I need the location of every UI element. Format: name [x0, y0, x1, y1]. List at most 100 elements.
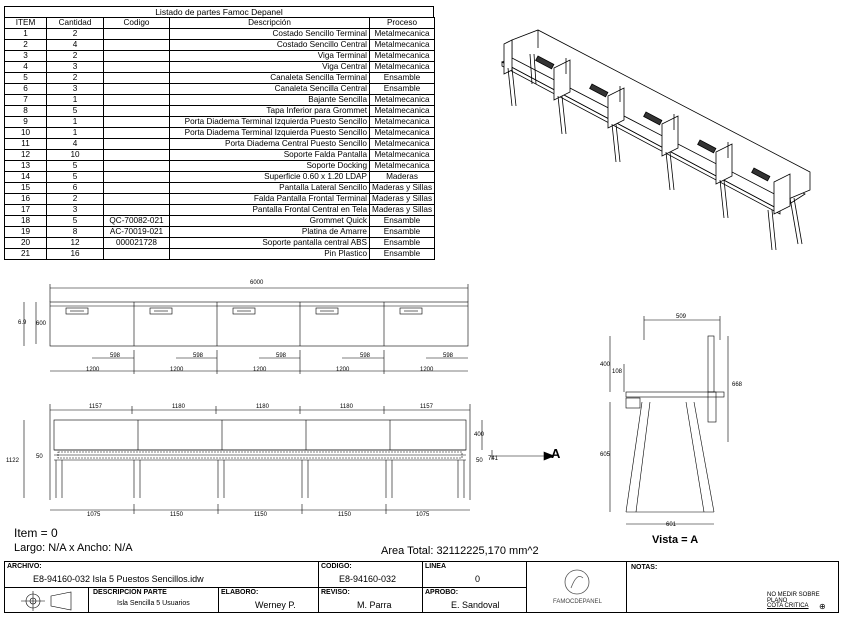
cell-cantidad: 5 — [46, 105, 104, 117]
cell-descripcion: Pin Plastico — [169, 248, 370, 260]
area-summary: Area Total: 32112225,170 mm^2 — [381, 545, 539, 557]
dim-top-5: 1157 — [420, 404, 433, 410]
cell-item: 8 — [4, 105, 47, 117]
cell-item: 3 — [4, 50, 47, 62]
col-codigo: Codigo — [103, 17, 170, 29]
cell-descripcion: Costado Sencillo Central — [169, 39, 370, 51]
front-view-drawing — [23, 404, 554, 514]
parts-table-header: ITEM Cantidad Codigo Descripción Proceso — [4, 17, 435, 29]
parts-list-title: Listado de partes Famoc Depanel — [4, 6, 434, 17]
cell-cantidad: 4 — [46, 138, 104, 150]
dim-module-5: 1200 — [420, 367, 434, 373]
cell-proceso: Metalmecanica — [369, 160, 435, 172]
cell-cantidad: 6 — [46, 182, 104, 194]
cell-item: 4 — [4, 61, 47, 73]
cell-cantidad: 5 — [46, 171, 104, 183]
cell-codigo — [103, 204, 170, 216]
aprobo-cell: APROBO: E. Sandoval — [423, 588, 527, 613]
cell-proceso: Ensamble — [369, 83, 435, 95]
cell-descripcion: Costado Sencillo Terminal — [169, 28, 370, 40]
dim-right-50: 50 — [476, 458, 483, 464]
dim-module-4: 1200 — [336, 367, 350, 373]
cell-codigo — [103, 171, 170, 183]
projection-symbol-cell — [5, 588, 89, 613]
cell-codigo — [103, 50, 170, 62]
aprobo-value: E. Sandoval — [451, 600, 500, 610]
item-summary: Item = 0 — [14, 526, 58, 540]
note-no-medir: NO MEDIR SOBRE PLANO — [767, 592, 820, 604]
cell-proceso: Metalmecanica — [369, 50, 435, 62]
descripcion-cell: DESCRIPCION PARTE Isla Sencilla 5 Usuari… — [89, 588, 219, 613]
dim-top-4: 1180 — [340, 404, 353, 410]
cell-cantidad: 3 — [46, 83, 104, 95]
reviso-value: M. Parra — [357, 600, 392, 610]
dim-bottom-2: 1150 — [170, 512, 183, 518]
cell-cantidad: 1 — [46, 127, 104, 139]
elaboro-label: ELABORO: — [221, 589, 259, 596]
dim-module-2: 1200 — [170, 367, 184, 373]
dim-top-3: 1180 — [256, 404, 269, 410]
cell-descripcion: Grommet Quick — [169, 215, 370, 227]
dim-bottom-4: 1150 — [338, 512, 351, 518]
dim-side-668: 668 — [732, 382, 743, 388]
cell-cantidad: 2 — [46, 28, 104, 40]
cell-cantidad: 16 — [46, 248, 104, 260]
cell-item: 11 — [4, 138, 47, 150]
cell-codigo — [103, 94, 170, 106]
cell-codigo — [103, 248, 170, 260]
cell-descripcion: Viga Central — [169, 61, 370, 73]
top-view-lines — [23, 284, 469, 374]
size-summary: Largo: N/A x Ancho: N/A — [14, 542, 133, 554]
archivo-cell: ARCHIVO: E8-94160-032 Isla 5 Puestos Sen… — [5, 562, 319, 588]
parts-list: Listado de partes Famoc Depanel ITEM Can… — [4, 6, 435, 260]
cell-codigo — [103, 138, 170, 150]
cell-item: 9 — [4, 116, 47, 128]
cell-proceso: Ensamble — [369, 72, 435, 84]
front-view-lines — [23, 404, 554, 514]
dim-bottom-3: 1150 — [254, 512, 267, 518]
cell-proceso: Maderas y Sillas — [369, 193, 435, 205]
cell-descripcion: Porta Diadema Central Puesto Sencillo — [169, 138, 370, 150]
elaboro-cell: ELABORO: Werney P. — [219, 588, 319, 613]
cell-proceso: Ensamble — [369, 215, 435, 227]
linea-value: 0 — [475, 574, 481, 584]
cell-item: 17 — [4, 204, 47, 216]
cell-cantidad: 2 — [46, 193, 104, 205]
cell-codigo — [103, 116, 170, 128]
cell-codigo — [103, 182, 170, 194]
elaboro-value: Werney P. — [255, 600, 296, 610]
cell-item: 1 — [4, 28, 47, 40]
cell-cantidad: 2 — [46, 72, 104, 84]
cell-codigo: 000021728 — [103, 237, 170, 249]
cell-item: 6 — [4, 83, 47, 95]
dim-top-2: 1180 — [172, 404, 185, 410]
cell-proceso: Metalmecanica — [369, 39, 435, 51]
cell-descripcion: Soporte Falda Pantalla — [169, 149, 370, 161]
col-cantidad: Cantidad — [46, 17, 104, 29]
col-descripcion: Descripción — [169, 17, 370, 29]
cell-item: 13 — [4, 160, 47, 172]
cell-descripcion: Pantalla Frontal Central en Tela — [169, 204, 370, 216]
cell-descripcion: Falda Pantalla Frontal Terminal — [169, 193, 370, 205]
dim-side-base: 601 — [666, 522, 677, 528]
cota-critica-icon: ⊕ — [819, 602, 826, 611]
cell-cantidad: 3 — [46, 204, 104, 216]
top-view-drawing — [23, 284, 469, 374]
dim-right-741: 741 — [488, 456, 499, 462]
dim-side-605: 605 — [600, 452, 611, 458]
dim-top-1: 1157 — [89, 404, 102, 410]
cell-proceso: Metalmecanica — [369, 61, 435, 73]
dim-height-inner: 600 — [36, 321, 47, 327]
cell-item: 14 — [4, 171, 47, 183]
dim-spacing-1: 598 — [110, 353, 121, 359]
